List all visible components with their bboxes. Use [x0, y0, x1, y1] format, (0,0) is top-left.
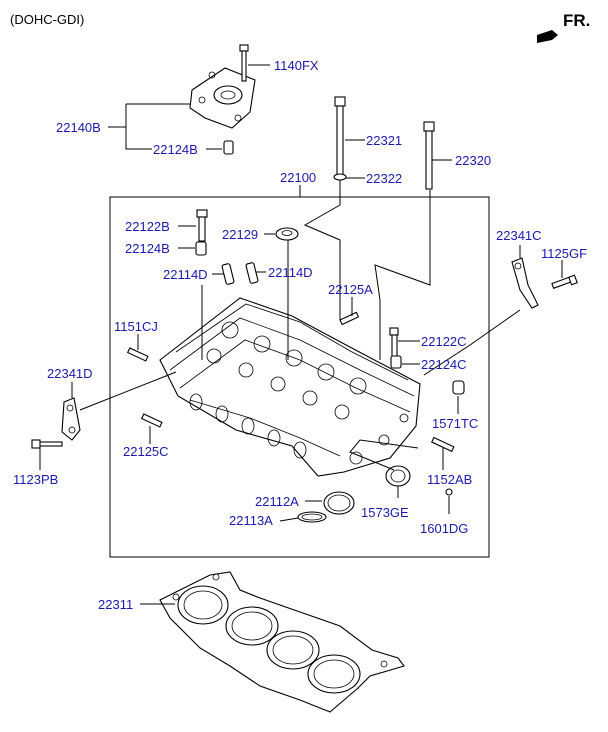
label-22122b[interactable]: 22122B: [125, 219, 170, 234]
label-22320[interactable]: 22320: [455, 153, 491, 168]
label-1571tc[interactable]: 1571TC: [432, 416, 478, 431]
label-1601dg[interactable]: 1601DG: [420, 521, 468, 536]
stud-1152ab-drawing: [431, 436, 455, 453]
label-22124b-top[interactable]: 22124B: [153, 142, 198, 157]
label-22311[interactable]: 22311: [98, 597, 133, 612]
head-gasket-22311-drawing: [159, 571, 405, 713]
cap-1571tc-drawing: [452, 380, 465, 395]
label-22114d-left[interactable]: 22114D: [163, 267, 208, 282]
dowel-22124c-drawing: [390, 355, 402, 369]
label-22321[interactable]: 22321: [366, 133, 402, 148]
label-22122c[interactable]: 22122C: [421, 334, 467, 349]
bolt-1125gf-drawing: [551, 274, 578, 289]
label-22100[interactable]: 22100: [280, 170, 316, 185]
label-22322[interactable]: 22322: [366, 171, 402, 186]
front-arrow-icon: [537, 30, 558, 43]
bracket-22341d-drawing: [61, 397, 81, 441]
label-22124b[interactable]: 22124B: [125, 241, 170, 256]
label-22341d[interactable]: 22341D: [47, 366, 93, 381]
label-22125a[interactable]: 22125A: [328, 282, 373, 297]
seal-1573ge-drawing: [385, 465, 411, 487]
engine-variant-label: (DOHC-GDI): [10, 12, 84, 27]
camshaft-bores: [206, 321, 367, 420]
front-direction-label: FR.: [563, 11, 590, 30]
bolt-22122c-drawing: [389, 327, 399, 358]
dowel-22124b-drawing: [195, 241, 207, 256]
label-1152ab[interactable]: 1152AB: [427, 472, 472, 487]
seal-22112a-drawing: [323, 491, 355, 515]
bolt-1140fx-drawing: [239, 44, 249, 82]
intake-ports: [189, 393, 307, 459]
leader-lines: [39, 64, 563, 605]
bolt-22321-drawing: [333, 96, 347, 181]
bracket-22341c-drawing: [511, 257, 539, 309]
label-22129[interactable]: 22129: [222, 227, 258, 242]
label-22124c[interactable]: 22124C: [421, 357, 467, 372]
label-1151cj[interactable]: 1151CJ: [114, 319, 158, 334]
label-22113a[interactable]: 22113A: [229, 513, 273, 528]
plug-1601dg-drawing: [445, 488, 453, 496]
label-22140b[interactable]: 22140B: [56, 120, 101, 135]
label-1125gf[interactable]: 1125GF: [541, 246, 587, 261]
label-22114d-right[interactable]: 22114D: [268, 265, 313, 280]
stud-22125a-drawing: [339, 311, 360, 326]
label-22341c[interactable]: 22341C: [496, 228, 542, 243]
plug-22129-drawing: [275, 227, 299, 241]
bolt-22122b-drawing: [196, 209, 208, 242]
label-1573ge[interactable]: 1573GE: [361, 505, 409, 520]
label-1140fx[interactable]: 1140FX: [274, 58, 319, 73]
cylinder-head-22100-drawing: [159, 297, 421, 477]
dowel-22124b-top-drawing: [223, 140, 234, 155]
label-22112a[interactable]: 22112A: [255, 494, 299, 509]
stud-1151cj-drawing: [126, 347, 149, 362]
bolt-1123pb-drawing: [31, 439, 63, 449]
front-direction-indicator: FR.: [537, 11, 590, 43]
label-1123pb[interactable]: 1123PB: [13, 472, 58, 487]
stud-22125c-drawing: [140, 413, 163, 428]
bolt-22320-drawing: [423, 121, 435, 190]
bracket-22140b-drawing: [189, 67, 256, 129]
ring-22113a-drawing: [297, 511, 327, 523]
dowel-22114d-drawing: [221, 262, 259, 285]
label-22125c[interactable]: 22125C: [123, 444, 169, 459]
